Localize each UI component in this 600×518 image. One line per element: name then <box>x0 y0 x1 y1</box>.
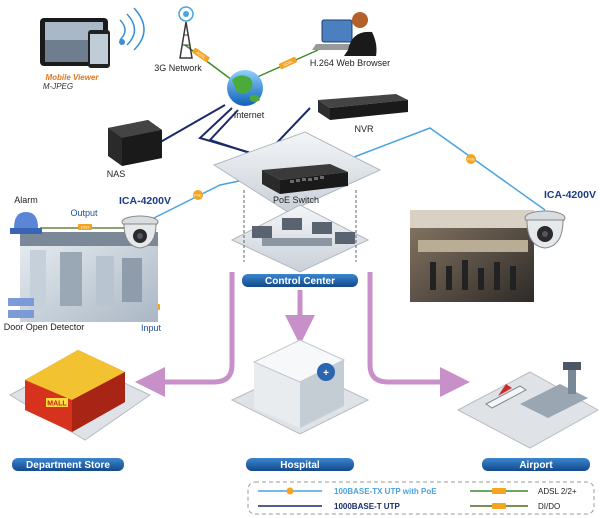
badge-poe-left: PoE <box>193 190 203 200</box>
hospital-icon: + <box>230 339 370 435</box>
3g-network-label: 3G Network <box>154 63 202 73</box>
svg-text:DI/DO: DI/DO <box>538 502 560 511</box>
internet-globe-icon <box>227 70 263 106</box>
control-center-pill: Control Center <box>242 274 358 287</box>
legend-poe-utp: 100BASE-TX UTP with PoE <box>258 487 437 496</box>
dome-camera-right-icon <box>524 210 566 249</box>
mobile-viewer-label: Mobile Viewer <box>45 73 99 82</box>
control-room-desks-icon <box>252 218 355 246</box>
line-badges: ADSL ADSL PoE PoE DI/O DI/O <box>78 47 476 310</box>
line-switch-camera-right <box>319 127 546 211</box>
operator-laptop-icon <box>312 12 377 56</box>
output-label: Output <box>70 208 98 218</box>
nvr-label: NVR <box>354 124 374 134</box>
airport-icon <box>456 362 600 449</box>
input-label: Input <box>141 323 162 333</box>
wireless-icon <box>119 7 145 51</box>
legend: 100BASE-TX UTP with PoE 1000BASE-T UTP A… <box>247 481 595 515</box>
camera-right-label: ICA-4200V <box>544 189 596 201</box>
svg-text:+: + <box>323 368 329 379</box>
airport-interior-photo <box>410 210 534 302</box>
badge-output: DI/O <box>78 224 92 230</box>
badge-browser: ADSL <box>278 56 298 70</box>
svg-text:PoE: PoE <box>194 193 202 198</box>
mjpeg-label: M-JPEG <box>43 82 73 91</box>
alarm-label: Alarm <box>14 195 38 205</box>
line-3g-internet <box>184 44 233 81</box>
department-store-icon: MALL <box>8 350 152 441</box>
svg-text:ADSL 2/2+: ADSL 2/2+ <box>538 487 577 496</box>
legend-dido: DI/DO <box>470 502 560 511</box>
legend-adsl: ADSL 2/2+ <box>470 487 577 496</box>
door-detector-icon <box>8 298 34 318</box>
poe-switch-label: PoE Switch <box>273 195 319 205</box>
nas-label: NAS <box>107 169 126 179</box>
svg-text:PoE: PoE <box>467 157 475 162</box>
dome-camera-left-icon <box>121 215 159 249</box>
alarm-icon <box>10 212 42 234</box>
poe-switch-icon <box>262 164 348 194</box>
web-browser-label: H.264 Web Browser <box>310 58 390 68</box>
arrow-to-store <box>135 272 235 397</box>
badge-poe-right: PoE <box>466 154 476 164</box>
department-store-pill: Department Store <box>12 458 124 471</box>
svg-text:DI/O: DI/O <box>81 225 89 230</box>
svg-text:Control Center: Control Center <box>265 276 335 287</box>
legend-gigabit-utp: 1000BASE-T UTP <box>258 502 400 511</box>
badge-3g: ADSL <box>192 47 210 63</box>
svg-text:100BASE-TX UTP with PoE: 100BASE-TX UTP with PoE <box>334 487 437 496</box>
line-nas-internet <box>149 104 226 149</box>
svg-text:ADSL: ADSL <box>195 50 207 61</box>
nvr-icon <box>318 94 408 120</box>
hospital-pill: Hospital <box>246 458 354 471</box>
internet-label: Internet <box>234 110 265 120</box>
svg-text:ADSL: ADSL <box>282 58 294 67</box>
svg-text:Airport: Airport <box>519 460 553 471</box>
distribution-arrows <box>135 272 470 397</box>
svg-text:1000BASE-T UTP: 1000BASE-T UTP <box>334 502 400 511</box>
camera-left-label: ICA-4200V <box>119 195 171 207</box>
mobile-devices-icon <box>40 18 110 68</box>
svg-text:Hospital: Hospital <box>280 460 320 471</box>
svg-text:Department Store: Department Store <box>26 460 110 471</box>
cell-tower-icon <box>178 6 194 59</box>
door-detector-label: Door Open Detector <box>4 322 85 332</box>
arrow-to-airport <box>367 272 470 397</box>
nas-icon <box>108 120 162 166</box>
mall-sign-text: MALL <box>47 401 67 408</box>
airport-pill: Airport <box>482 458 590 471</box>
